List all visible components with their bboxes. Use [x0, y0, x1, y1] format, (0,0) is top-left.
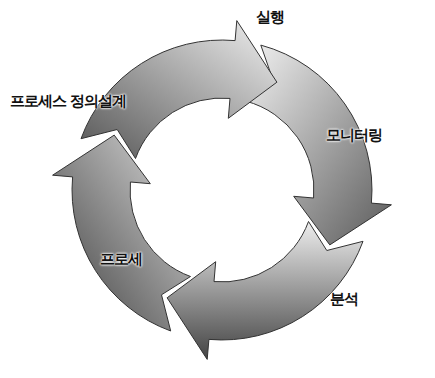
step-label: 모니터링	[326, 126, 382, 145]
cycle-arrow	[81, 21, 277, 159]
cycle-arrow	[53, 135, 191, 331]
cycle-arrow	[167, 222, 363, 360]
step-label: 실행	[256, 8, 284, 27]
step-label: 프로세	[100, 250, 142, 269]
step-label: 분석	[330, 290, 358, 309]
step-label: 프로세스 정의설계	[10, 92, 126, 111]
